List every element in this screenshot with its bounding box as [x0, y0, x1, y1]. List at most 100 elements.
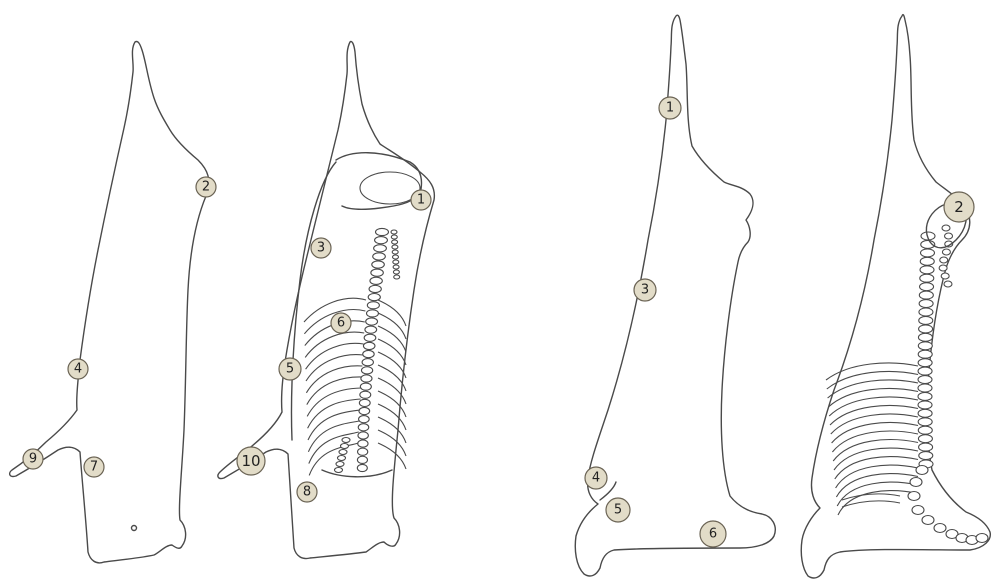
lamb-vertebra-process [944, 281, 952, 287]
svg-text:6: 6 [709, 527, 717, 542]
pig-vertebra [374, 245, 387, 252]
pig-rib [308, 421, 359, 452]
lamb-vertebra [920, 283, 934, 291]
lamb-tail-bone [910, 478, 922, 487]
pig-outline-figure [10, 41, 209, 562]
lamb-vertebra [920, 249, 934, 257]
lamb-vertebra-process [940, 257, 948, 263]
pig-vertebra [362, 359, 373, 366]
pig-outline-marker-9: 9 [23, 449, 43, 469]
lamb-vertebra [919, 325, 933, 333]
pig-vertebra [360, 383, 371, 390]
pig-vertebra [367, 302, 379, 309]
lamb-vertebra [918, 435, 932, 443]
pig-skeleton-ribs [304, 298, 406, 475]
lamb-vertebra [919, 308, 933, 316]
svg-text:3: 3 [317, 241, 325, 256]
svg-text:4: 4 [592, 471, 600, 486]
pig-vertebra [375, 237, 388, 244]
lamb-outline-marker-4: 4 [585, 467, 607, 489]
svg-text:10: 10 [241, 452, 260, 470]
lamb-vertebra-process [942, 225, 950, 231]
pig-tail-bone [342, 438, 350, 443]
pig-outline-marker-4: 4 [68, 359, 88, 379]
lamb-tail-bone [934, 524, 946, 533]
svg-text:9: 9 [29, 452, 37, 467]
pig-vertebra-process [393, 255, 399, 259]
pig-tail-bone [339, 450, 347, 455]
svg-text:1: 1 [666, 101, 674, 116]
pig-vertebra [359, 407, 370, 414]
lamb-tail-bone [976, 534, 988, 543]
pig-vertebra [359, 416, 370, 423]
pig-vertebra [369, 285, 381, 292]
pig-vertebra [368, 294, 380, 301]
lamb-vertebra [919, 316, 933, 324]
lamb-vertebra [920, 266, 934, 274]
lamb-vertebra [919, 300, 933, 308]
pig-vertebra [358, 448, 368, 455]
pig-vertebra [358, 440, 368, 447]
pig-skeleton-marker-5: 5 [279, 358, 301, 380]
lamb-outline-marker-5: 5 [606, 498, 630, 522]
lamb-vertebra [918, 376, 932, 384]
pig-vertebra [371, 269, 383, 276]
lamb-vertebra [920, 257, 934, 265]
lamb-tail-bone [908, 492, 920, 501]
pig-outline-joint-dot [132, 526, 137, 531]
pig-vertebra [370, 277, 382, 284]
lamb-skeleton-tail-bones [908, 466, 988, 545]
svg-text:5: 5 [614, 503, 622, 518]
pig-vertebra-process [391, 235, 397, 239]
lamb-skeleton-marker-2: 2 [944, 192, 974, 222]
pig-vertebra-process [392, 245, 398, 249]
pig-vertebra [373, 253, 386, 260]
svg-text:2: 2 [954, 198, 964, 216]
lamb-outline-marker-6: 6 [700, 521, 726, 547]
lamb-vertebra [918, 342, 932, 350]
pig-vertebra-process [394, 275, 400, 279]
lamb-vertebra-process [942, 249, 950, 255]
pig-skeleton-body [218, 41, 434, 558]
pig-vertebra-process [392, 250, 398, 254]
pig-vertebra-process [393, 270, 399, 274]
pig-skeleton-marker-8: 8 [297, 482, 317, 502]
pig-rib [308, 410, 360, 440]
lamb-vertebra [918, 333, 932, 341]
pig-vertebra [359, 399, 370, 406]
svg-text:8: 8 [303, 485, 311, 500]
pig-vertebra [366, 310, 378, 317]
pig-vertebra [376, 228, 389, 235]
pig-vertebra [361, 367, 372, 374]
svg-text:7: 7 [90, 460, 98, 475]
pig-rib [308, 399, 361, 428]
pig-skeleton-back-line [291, 162, 336, 440]
pig-skeleton-figure [218, 41, 434, 558]
pig-vertebra [365, 326, 377, 333]
pig-vertebra [363, 350, 374, 357]
lamb-vertebra [919, 443, 933, 451]
pig-vertebra [372, 261, 385, 268]
lamb-skeleton-spine [918, 225, 953, 468]
pig-vertebra [358, 424, 369, 431]
pig-vertebra [360, 391, 371, 398]
pig-rib [309, 432, 359, 464]
pig-vertebra [366, 318, 378, 325]
pig-vertebra-process [392, 240, 398, 244]
lamb-vertebra [919, 291, 933, 299]
svg-text:1: 1 [417, 193, 425, 208]
pig-skeleton-spine [357, 228, 399, 471]
pig-vertebra [361, 375, 372, 382]
lamb-floating-rib [842, 494, 900, 500]
pig-rib-right [378, 300, 406, 326]
lamb-vertebra [918, 367, 932, 375]
svg-text:5: 5 [286, 362, 294, 377]
pig-outline-marker-2: 2 [196, 177, 216, 197]
lamb-vertebra-process [945, 233, 953, 239]
pig-vertebra-process [393, 260, 399, 264]
pig-tail-bone [336, 462, 344, 467]
lamb-outline-marker-3: 3 [634, 279, 656, 301]
pig-skeleton-tail-bones [335, 438, 351, 473]
